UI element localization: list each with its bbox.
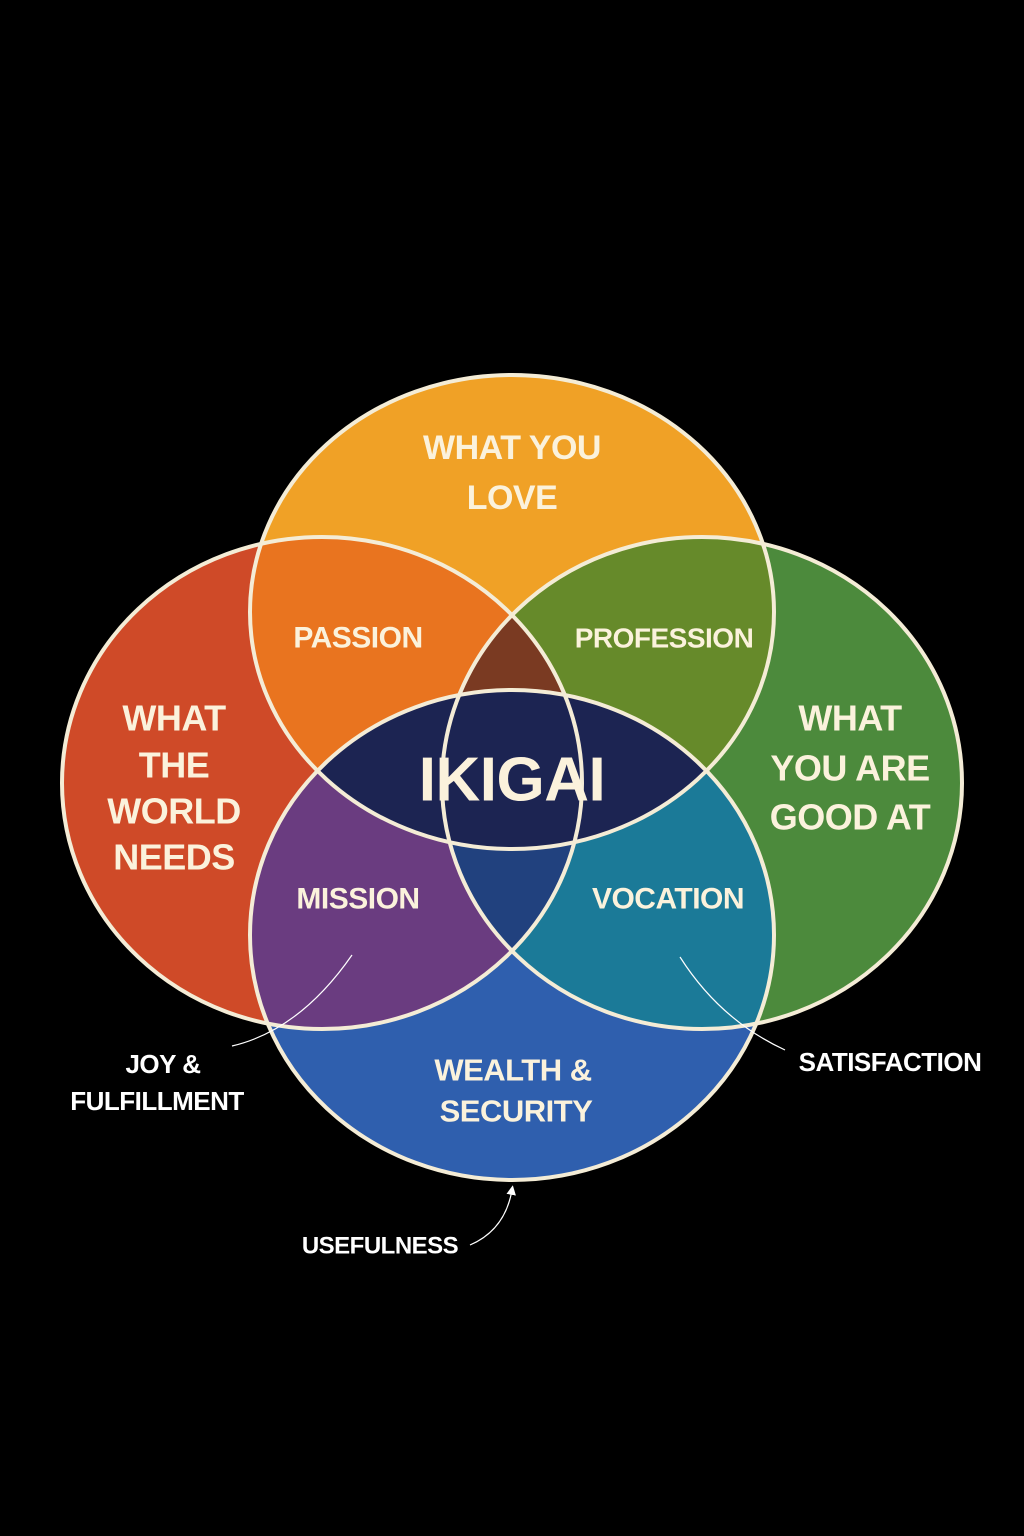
good-at-line1: WHAT: [798, 698, 902, 739]
profession-label: PROFESSION: [575, 623, 754, 654]
joy-annotation-line1: JOY &: [125, 1049, 200, 1079]
vocation-label: VOCATION: [592, 883, 744, 916]
love-label-line1: WHAT YOU: [423, 429, 601, 467]
world-needs-line2: THE: [139, 745, 210, 786]
good-at-line3: GOOD AT: [770, 797, 931, 838]
usefulness-annotation: USEFULNESS: [302, 1233, 459, 1260]
mission-label: MISSION: [296, 883, 419, 916]
circle-outlines: [60, 373, 964, 1182]
joy-leader-line: [231, 954, 353, 1047]
love-label-line2: LOVE: [467, 479, 558, 517]
paid-for-line1: WEALTH &: [434, 1053, 591, 1088]
passion-label: PASSION: [293, 622, 422, 655]
good-at-line2: YOU ARE: [770, 748, 929, 789]
ikigai-label: IKIGAI: [419, 746, 605, 815]
world-needs-line3: WORLD: [107, 791, 240, 832]
world-needs-line4: NEEDS: [113, 837, 235, 878]
usefulness-arrow: [469, 1185, 516, 1246]
satisfaction-annotation: SATISFACTION: [799, 1047, 982, 1077]
paid-for-line2: SECURITY: [440, 1094, 594, 1129]
satisfaction-leader-line: [679, 956, 786, 1051]
world-needs-line1: WHAT: [122, 698, 226, 739]
joy-annotation-line2: FULFILLMENT: [70, 1086, 244, 1116]
